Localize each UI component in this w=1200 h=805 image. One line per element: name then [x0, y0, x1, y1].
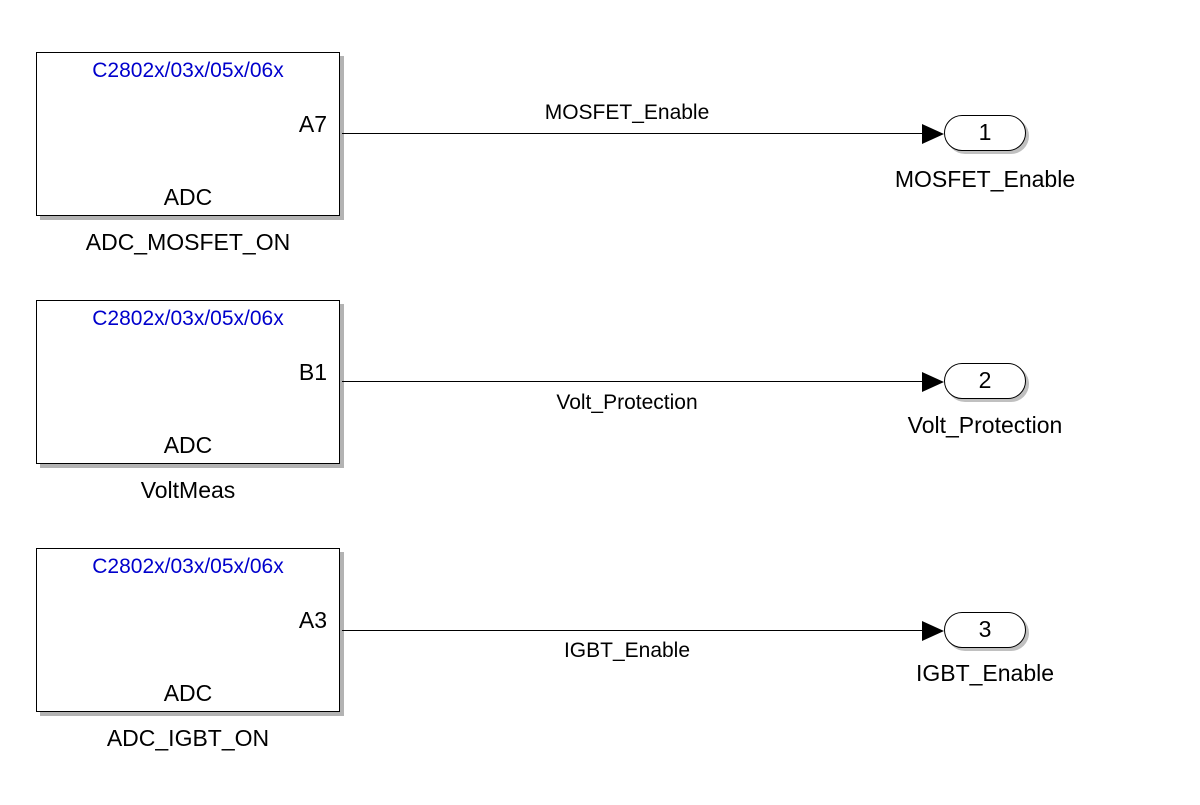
outport-block[interactable]: 2	[944, 363, 1026, 399]
block-type-label: ADC	[163, 680, 213, 706]
signal-label[interactable]: IGBT_Enable	[563, 639, 691, 662]
block-port-label: B1	[298, 359, 327, 385]
block-target-label: C2802x/03x/05x/06x	[92, 307, 284, 330]
outport-name[interactable]: IGBT_Enable	[915, 660, 1055, 686]
outport-block[interactable]: 3	[944, 612, 1026, 648]
arrowhead-icon	[922, 621, 944, 641]
signal-line[interactable]	[342, 381, 922, 382]
signal-line[interactable]	[342, 133, 922, 134]
signal-label[interactable]: MOSFET_Enable	[544, 101, 710, 124]
block-name[interactable]: ADC_IGBT_ON	[106, 725, 270, 751]
arrowhead-icon	[922, 124, 944, 144]
adc-block-voltmeas[interactable]: C2802x/03x/05x/06x B1 ADC	[36, 300, 340, 464]
signal-label[interactable]: Volt_Protection	[556, 391, 698, 414]
signal-line[interactable]	[342, 630, 922, 631]
block-name[interactable]: ADC_MOSFET_ON	[85, 229, 291, 255]
block-type-label: ADC	[163, 432, 213, 458]
outport-name[interactable]: Volt_Protection	[907, 412, 1063, 438]
adc-block-igbt[interactable]: C2802x/03x/05x/06x A3 ADC	[36, 548, 340, 712]
adc-block-mosfet[interactable]: C2802x/03x/05x/06x A7 ADC	[36, 52, 340, 216]
arrowhead-icon	[922, 372, 944, 392]
block-port-label: A7	[298, 111, 327, 137]
block-type-label: ADC	[163, 184, 213, 210]
outport-block[interactable]: 1	[944, 115, 1026, 151]
block-target-label: C2802x/03x/05x/06x	[92, 59, 284, 82]
block-port-label: A3	[298, 607, 327, 633]
block-target-label: C2802x/03x/05x/06x	[92, 555, 284, 578]
block-name[interactable]: VoltMeas	[140, 477, 236, 503]
outport-name[interactable]: MOSFET_Enable	[894, 166, 1076, 192]
